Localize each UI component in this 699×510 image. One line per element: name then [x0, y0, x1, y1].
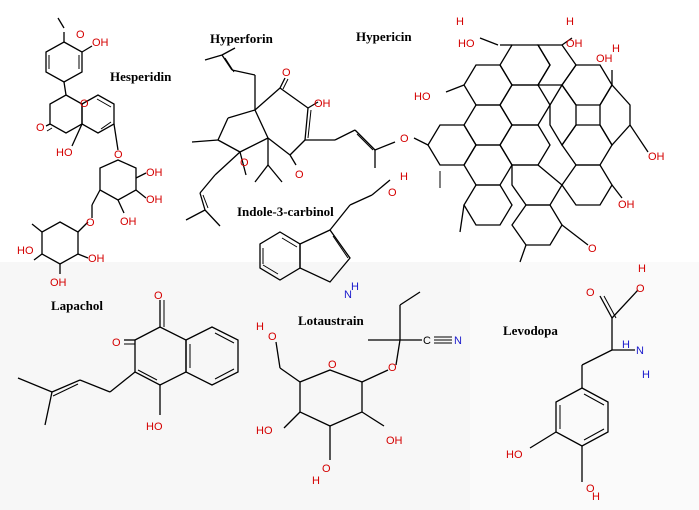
hesperidin-sugar-oh-label: OH [120, 216, 137, 228]
panel-top [0, 0, 699, 262]
hesperidin-label: Hesperidin [110, 69, 172, 84]
indole-3-carbinol-label: Indole-3-carbinol [237, 204, 334, 219]
levodopa-hydroxyl-h-label: H [638, 263, 646, 275]
hesperidin-glycoside-oxygen-label: O [114, 149, 123, 161]
hesperidin-sugar-oh-label: OH [146, 167, 163, 179]
hyperforin-ketone-label: O [240, 157, 249, 169]
indole-nh-label: N [344, 289, 352, 301]
hesperidin-ring-oxygen-label: O [80, 98, 89, 110]
hesperidin-oxygen-label: O [76, 29, 85, 41]
indole-h-label: H [351, 281, 359, 293]
levodopa-amine-label: N [636, 345, 644, 357]
hypericin-ketone-label: O [588, 243, 597, 255]
indole-hydroxyl-h-label: H [400, 171, 408, 183]
lotaustrain-nitrile-nitrogen-label: N [454, 335, 462, 347]
levodopa-catechol-h-label: H [592, 491, 600, 503]
hesperidin-linker-oxygen-label: O [86, 217, 95, 229]
lotaustrain-oh-label: OH [386, 435, 403, 447]
hypericin-label: Hypericin [356, 29, 412, 44]
hyperforin-label: Hyperforin [210, 31, 273, 46]
hesperidin-rhamnose-ho-label: HO [17, 245, 34, 257]
hyperforin-ketone-label: O [295, 169, 304, 181]
panel-bottom-left [0, 262, 250, 510]
hesperidin-ho-label: HO [56, 147, 73, 159]
hypericin-ho-label: HO [458, 38, 475, 50]
lotaustrain-ho-label: HO [256, 425, 273, 437]
lotaustrain-h-label: H [256, 321, 264, 333]
hypericin-h-label: H [612, 43, 620, 55]
levodopa-catechol-ho-label: HO [506, 449, 523, 461]
hypericin-oh-label: OH [596, 53, 613, 65]
hypericin-oh-label: OH [566, 38, 583, 50]
hesperidin-ketone-label: O [36, 122, 45, 134]
lotaustrain-ring-oxygen-label: O [328, 359, 337, 371]
hyperforin-ketone-label: O [282, 67, 291, 79]
hypericin-structure [413, 37, 649, 263]
hesperidin-structure [31, 17, 147, 274]
hypericin-h-label: H [566, 16, 574, 28]
panel-bottom-right [470, 262, 699, 510]
hyperforin-enol-oh-label: OH [314, 98, 331, 110]
levodopa-label: Levodopa [503, 323, 558, 338]
hypericin-ketone-label: O [400, 133, 409, 145]
lotaustrain-glycoside-oxygen-label: O [388, 362, 397, 374]
lapachol-label: Lapachol [51, 298, 104, 313]
indole-3-carbinol-structure [259, 179, 391, 283]
levodopa-amine-h-label: H [642, 369, 650, 381]
lotaustrain-label: Lotaustrain [298, 313, 364, 328]
hypericin-h-label: H [456, 16, 464, 28]
lotaustrain-structure [275, 291, 452, 460]
levodopa-hydroxyl-oxygen-label: O [636, 283, 645, 295]
lapachol-ho-label: HO [146, 421, 163, 433]
lotaustrain-h-label: H [312, 475, 320, 487]
lapachol-structure [17, 300, 239, 426]
hypericin-oh-label: OH [618, 199, 635, 211]
hesperidin-rhamnose-oh-label: OH [50, 277, 67, 289]
lotaustrain-nitrile-carbon-label: C [423, 335, 431, 347]
levodopa-amine-h-label: H [622, 339, 630, 351]
lapachol-ketone-label: O [154, 290, 163, 302]
indole-hydroxyl-oxygen-label: O [388, 187, 397, 199]
hyperforin-structure [185, 47, 396, 227]
lotaustrain-ho-label: O [322, 463, 331, 475]
levodopa-carbonyl-oxygen-label: O [586, 287, 595, 299]
hesperidin-rhamnose-oh-label: OH [88, 253, 105, 265]
lapachol-ketone-label: O [112, 337, 121, 349]
levodopa-structure [529, 289, 639, 482]
hypericin-oh-label: OH [648, 151, 665, 163]
lotaustrain-ch2oh-label: O [268, 331, 277, 343]
hesperidin-sugar-oh-label: OH [146, 194, 163, 206]
panel-bottom-mid [250, 262, 470, 510]
hypericin-ho-label: HO [414, 91, 431, 103]
hesperidin-hydroxyl-label: OH [92, 37, 109, 49]
levodopa-catechol-oh-label: O [586, 483, 595, 495]
